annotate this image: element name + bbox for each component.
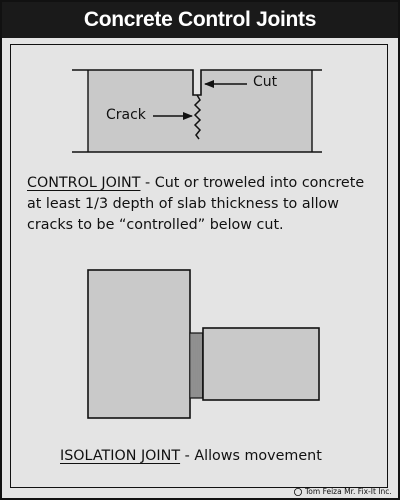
- credit-text: Tom Feiza Mr. Fix-It Inc.: [305, 487, 392, 496]
- isolation-joint-description: ISOLATION JOINT - Allows movement: [60, 448, 322, 464]
- page-title: Concrete Control Joints: [2, 2, 398, 38]
- isolation-joint-heading: ISOLATION JOINT: [60, 448, 181, 464]
- control-joint-description-line1: CONTROL JOINT - Cut or troweled into con…: [27, 175, 365, 191]
- crack-label: Crack: [106, 107, 146, 123]
- control-joint-description-line3: cracks to be “controlled” below cut.: [27, 217, 284, 233]
- cut-label: Cut: [253, 74, 278, 90]
- control-joint-description-line2: at least 1/3 depth of slab thickness to …: [27, 196, 339, 212]
- control-joint-heading: CONTROL JOINT: [27, 175, 141, 191]
- isolation-joint-drawing: [87, 269, 320, 419]
- crack-line: [193, 94, 202, 140]
- control-joint-slab: [72, 68, 322, 153]
- copyright-icon: [293, 487, 302, 496]
